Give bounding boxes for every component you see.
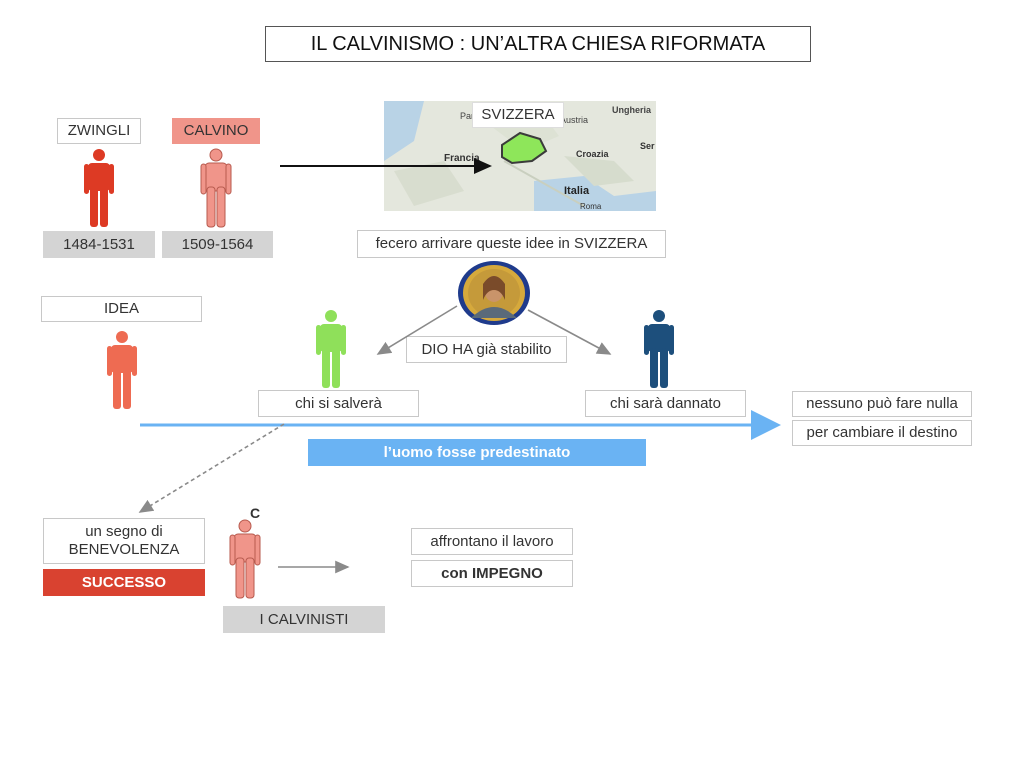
- idea-label: IDEA: [41, 296, 202, 322]
- medallion-to-salvera-arrow: [376, 305, 458, 355]
- salvera-to-segno-dashed-arrow: [138, 423, 285, 513]
- successo-banner: SUCCESSO: [43, 569, 205, 596]
- calvino-dates: 1509-1564: [162, 231, 273, 258]
- map-place-ser: Ser: [640, 141, 655, 151]
- impegno-text: con IMPEGNO: [411, 560, 573, 587]
- medallion-to-dannato-arrow: [527, 309, 612, 355]
- map-place-austria: Austria: [560, 115, 589, 125]
- idea-person-icon: [107, 331, 137, 409]
- map-place-ungheria: Ungheria: [612, 105, 652, 115]
- dannato-person-icon: [644, 310, 674, 388]
- dio-stabilito-text: DIO HA già stabilito: [406, 336, 567, 363]
- calvino-person-icon: [200, 148, 232, 228]
- map-place-italia: Italia: [564, 185, 590, 197]
- calvino-label: CALVINO: [172, 118, 260, 144]
- salvera-person-icon: [316, 310, 346, 388]
- segno-benevolenza-text: un segno di BENEVOLENZA: [43, 518, 205, 564]
- cambiare-destino-text: per cambiare il destino: [792, 420, 972, 446]
- map-place-francia: Francia: [444, 153, 480, 164]
- zwingli-dates: 1484-1531: [43, 231, 155, 258]
- zwingli-person-icon: [84, 149, 114, 227]
- christ-medallion-icon: [458, 261, 530, 325]
- fecero-text: fecero arrivare queste idee in SVIZZERA: [357, 230, 666, 258]
- affrontano-text: affrontano il lavoro: [411, 528, 573, 555]
- calvinisti-label: I CALVINISTI: [223, 606, 385, 633]
- map-place-roma: Roma: [580, 202, 602, 211]
- salvera-text: chi si salverà: [258, 390, 419, 417]
- map-place-croazia: Croazia: [576, 149, 609, 159]
- page-title: IL CALVINISMO : UN’ALTRA CHIESA RIFORMAT…: [265, 26, 811, 62]
- zwingli-label: ZWINGLI: [57, 118, 141, 144]
- c-letter: C: [250, 505, 261, 521]
- dannato-text: chi sarà dannato: [585, 390, 746, 417]
- map-place-parigi: Parigi: [460, 111, 483, 121]
- predestinato-banner: l’uomo fosse predestinato: [308, 439, 646, 466]
- calvinisti-person-icon: [229, 519, 261, 599]
- map-label-svizzera: SVIZZERA: [472, 102, 564, 128]
- nessuno-text: nessuno può fare nulla: [792, 391, 972, 417]
